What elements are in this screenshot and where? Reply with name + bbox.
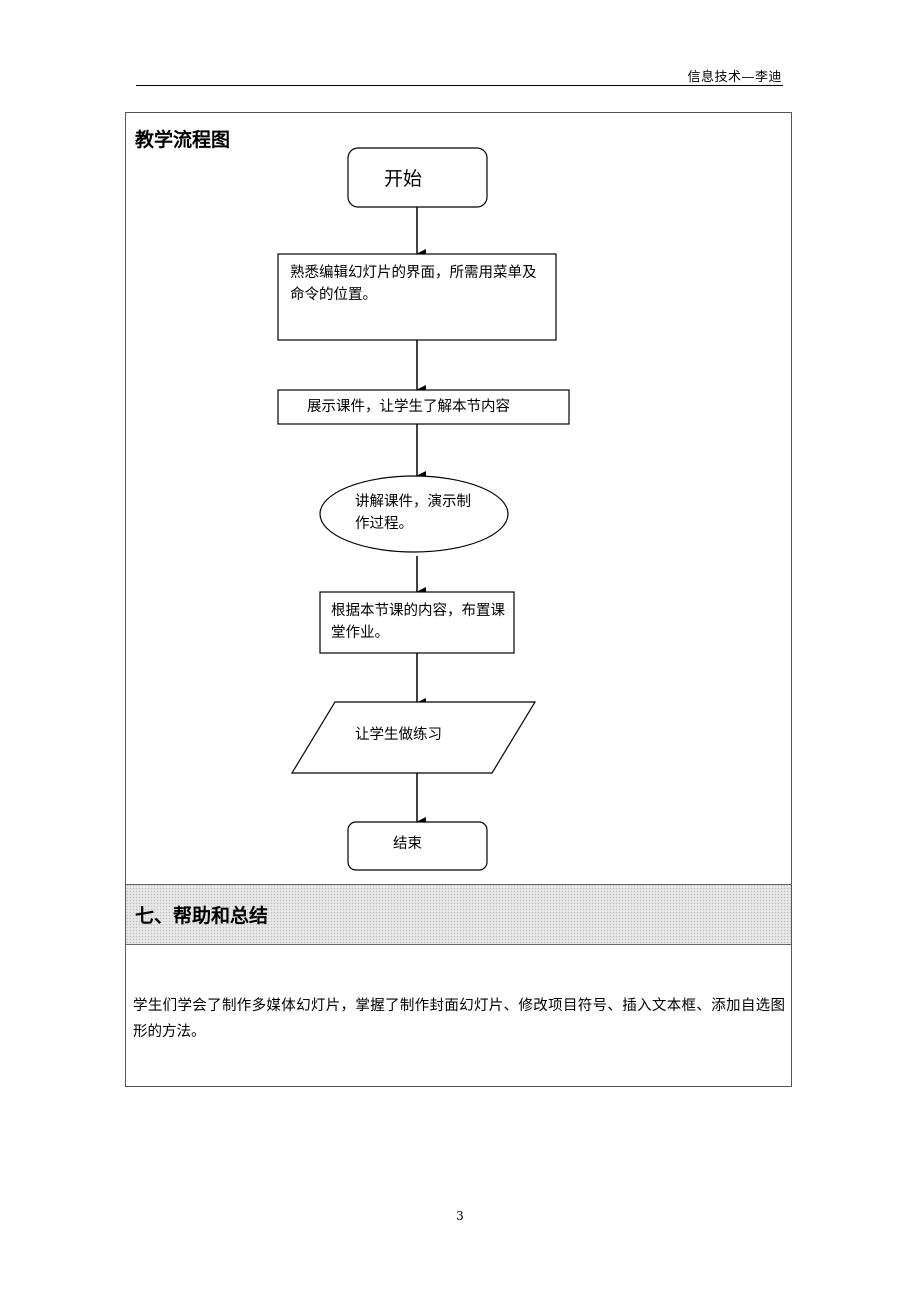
- step1-box: [277, 253, 557, 341]
- step3-text: 讲解课件，演示制作过程。: [355, 494, 471, 532]
- page-number: 3: [456, 1209, 464, 1223]
- end-node: [347, 821, 488, 871]
- step2-text: 展示课件，让学生了解本节内容: [307, 399, 510, 415]
- header-rule: [136, 85, 783, 86]
- step5-parallelogram: [290, 701, 537, 774]
- flowchart-title: 教学流程图: [135, 129, 231, 151]
- step2-box: [277, 389, 570, 425]
- step5-text: 让学生做练习: [355, 727, 442, 743]
- step1-text: 熟悉编辑幻灯片的界面，所需用菜单及命令的位置。: [290, 265, 537, 303]
- row-divider-top: [126, 884, 791, 885]
- step4-box: [319, 591, 515, 654]
- lesson-table: 教学流程图 七、帮助和总结 学生们学会了制作多媒体幻灯片，掌握了制作封面幻灯片、…: [125, 112, 792, 1087]
- step4-text: 根据本节课的内容，布置课堂作业。: [331, 603, 505, 641]
- row-divider-bottom: [126, 944, 791, 945]
- end-label: 结束: [393, 836, 422, 852]
- start-label: 开始: [384, 168, 423, 190]
- section-title: 七、帮助和总结: [135, 905, 269, 927]
- summary-text: 学生们学会了制作多媒体幻灯片，掌握了制作封面幻灯片、修改项目符号、插入文本框、添…: [133, 998, 785, 1040]
- section-header-band: 七、帮助和总结: [126, 884, 791, 944]
- header-title: 信息技术—李迪: [687, 70, 782, 85]
- step3-ellipse: [319, 475, 509, 553]
